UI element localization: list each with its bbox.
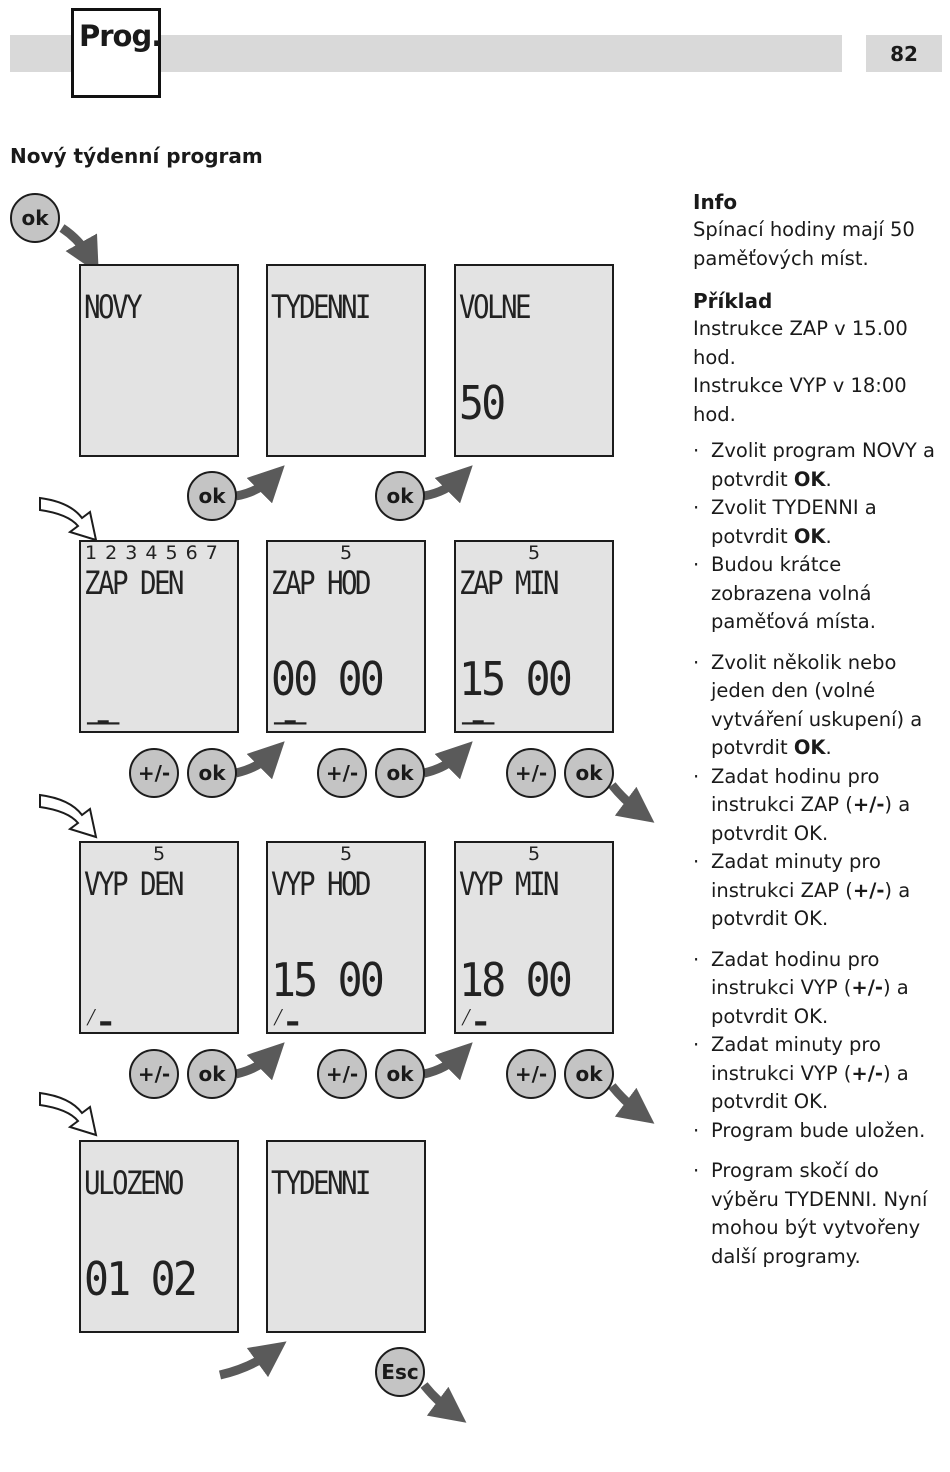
lcd-time: 18 00 — [459, 953, 573, 1007]
lcd-line1: VYP HOD — [271, 865, 371, 903]
instruction-item: Zvolit program NOVY a potvrdit OK. — [693, 437, 945, 494]
arrow-r1b — [423, 465, 473, 504]
instruction-item: Zadat hodinu pro instrukci ZAP (+/-) a p… — [693, 763, 945, 849]
instruction-item: Budou krátce zobrazena volná paměťová mí… — [693, 551, 945, 637]
plusminus-button[interactable]: +/- — [317, 748, 367, 798]
info-heading: Info — [693, 190, 738, 214]
lcd-day: 5 — [152, 843, 166, 865]
switch-on-icon: ╱ ▂ — [462, 1010, 487, 1026]
esc-button[interactable]: Esc — [375, 1347, 425, 1397]
lcd-vyp-hod: 5 VYP HOD 15 00 ╱ ▂ — [266, 841, 426, 1034]
info-panel: Info Spínací hodiny mají 50 paměťových m… — [693, 188, 945, 1271]
lcd-day-indicators: 1 2 3 4 5 6 7 — [85, 542, 219, 564]
lcd-time: 15 00 — [459, 652, 573, 706]
switch-off-icon: ▁▂▁ — [274, 709, 307, 725]
section-label: Prog. — [79, 19, 162, 53]
instruction-list: Zvolit program NOVY a potvrdit OK. Zvoli… — [693, 437, 945, 637]
plusminus-button[interactable]: +/- — [129, 1049, 179, 1099]
instruction-item: Zvolit TYDENNI a potvrdit OK. — [693, 494, 945, 551]
return-arrow-3 — [39, 1091, 98, 1137]
lcd-zap-min: 5 ZAP MIN 15 00 ▁▂▁ — [454, 540, 614, 733]
lcd-day: 5 — [527, 843, 541, 865]
arrow-r3a — [234, 1042, 285, 1081]
instruction-item: Zadat minuty pro instrukci VYP (+/-) a p… — [693, 1031, 945, 1117]
lcd-line1: VYP MIN — [459, 865, 559, 903]
lcd-time: 15 00 — [271, 953, 385, 1007]
ok-button[interactable]: ok — [375, 748, 425, 798]
lcd-line1: VOLNE — [459, 288, 532, 326]
instruction-list: Program skočí do výběru TYDENNI. Nyní mo… — [693, 1157, 945, 1271]
lcd-zap-hod: 5 ZAP HOD 00 00 ▁▂▁ — [266, 540, 426, 733]
plusminus-button[interactable]: +/- — [129, 748, 179, 798]
lcd-line1: TYDENNI — [271, 1164, 371, 1202]
lcd-vyp-min: 5 VYP MIN 18 00 ╱ ▂ — [454, 841, 614, 1034]
arrow-r3b — [422, 1042, 473, 1081]
instruction-item: Program bude uložen. — [693, 1117, 945, 1146]
switch-on-icon: ╱ ▂ — [274, 1010, 299, 1026]
lcd-line1: NOVY — [84, 288, 143, 326]
instruction-item: Program skočí do výběru TYDENNI. Nyní mo… — [693, 1157, 945, 1271]
ok-button[interactable]: ok — [564, 1049, 614, 1099]
switch-off-icon: ▁▂▁ — [462, 709, 495, 725]
lcd-ulozeno: ULOZENO 01 02 — [79, 1140, 239, 1333]
plusminus-button[interactable]: +/- — [506, 1049, 556, 1099]
lcd-tydenni-final: TYDENNI — [266, 1140, 426, 1333]
ok-button[interactable]: ok — [375, 1049, 425, 1099]
ok-button[interactable]: ok — [564, 748, 614, 798]
switch-on-icon: ╱ ▂ — [87, 1010, 112, 1026]
plusminus-button[interactable]: +/- — [506, 748, 556, 798]
arrow-r1a — [235, 465, 285, 504]
arrow-r3c — [608, 1083, 655, 1124]
lcd-volne: VOLNE 50 — [454, 264, 614, 457]
arrow-r2c — [608, 782, 655, 823]
arrow-entry — [59, 224, 99, 274]
example-line: Instrukce VYP v 18:00 hod. — [693, 374, 907, 426]
lcd-line2: 01 02 — [84, 1252, 198, 1306]
lcd-line1: ZAP DEN — [84, 564, 184, 602]
lcd-day: 5 — [339, 843, 353, 865]
section-title: Nový týdenní program — [10, 144, 263, 168]
instruction-item: Zvolit několik nebo jeden den (volné vyt… — [693, 649, 945, 763]
arrow-r4a — [218, 1341, 287, 1380]
lcd-time: 00 00 — [271, 652, 385, 706]
lcd-vyp-den: 5 VYP DEN ╱ ▂ — [79, 841, 239, 1034]
lcd-tydenni: TYDENNI — [266, 264, 426, 457]
lcd-day: 5 — [527, 542, 541, 564]
section-label-box: Prog. — [71, 8, 162, 98]
lcd-line1: TYDENNI — [271, 288, 371, 326]
instruction-list: Zvolit několik nebo jeden den (volné vyt… — [693, 649, 945, 934]
switch-off-icon: ▁▂▁ — [87, 709, 120, 725]
lcd-line1: ZAP MIN — [459, 564, 559, 602]
lcd-zap-den: 1 2 3 4 5 6 7 ZAP DEN ▁▂▁ — [79, 540, 239, 733]
ok-button[interactable]: ok — [187, 1049, 237, 1099]
instruction-item: Zadat hodinu pro instrukci VYP (+/-) a p… — [693, 946, 945, 1032]
lcd-novy: NOVY — [79, 264, 239, 457]
arrow-r2a — [234, 741, 285, 780]
lcd-line2: 50 — [459, 376, 506, 430]
page-number: 82 — [866, 35, 942, 72]
example-heading: Příklad — [693, 289, 773, 313]
arrow-esc — [420, 1382, 467, 1423]
lcd-line1: ULOZENO — [84, 1164, 184, 1202]
ok-button[interactable]: ok — [375, 471, 425, 521]
ok-button[interactable]: ok — [187, 748, 237, 798]
return-arrow-1 — [39, 496, 98, 542]
ok-button[interactable]: ok — [187, 471, 237, 521]
lcd-line1: VYP DEN — [84, 865, 184, 903]
info-text: Spínací hodiny mají 50 paměťových míst. — [693, 218, 915, 270]
lcd-line1: ZAP HOD — [271, 564, 371, 602]
lcd-day: 5 — [339, 542, 353, 564]
ok-button-start[interactable]: ok — [10, 193, 60, 243]
arrow-r2b — [422, 741, 473, 780]
instruction-item: Zadat minuty pro instrukci ZAP (+/-) a p… — [693, 848, 945, 934]
plusminus-button[interactable]: +/- — [317, 1049, 367, 1099]
instruction-list: Zadat hodinu pro instrukci VYP (+/-) a p… — [693, 946, 945, 1146]
example-line: Instrukce ZAP v 15.00 hod. — [693, 317, 908, 369]
return-arrow-2 — [39, 793, 98, 839]
